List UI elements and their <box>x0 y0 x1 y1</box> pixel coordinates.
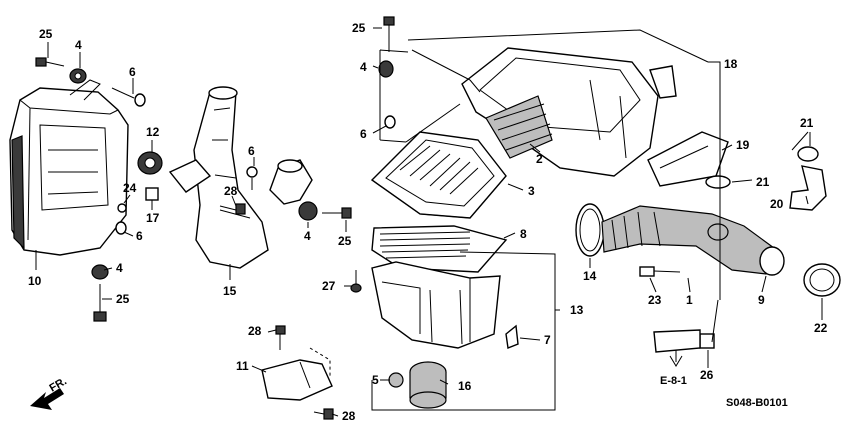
callout-5: 5 <box>372 373 379 387</box>
front-arrow-icon: FR. <box>30 375 69 410</box>
callout-19: 19 <box>736 138 750 152</box>
callout-11: 11 <box>236 359 249 373</box>
diagram-code: S048-B0101 <box>726 397 788 409</box>
bracket-11 <box>261 359 333 401</box>
callout-2: 2 <box>536 152 543 166</box>
elbow-tube-20 <box>789 165 827 211</box>
callout-25: 25 <box>116 292 130 306</box>
bolt-27 <box>350 270 362 293</box>
callout-21: 21 <box>800 116 814 130</box>
callout-6: 6 <box>129 65 136 79</box>
resonator-chamber <box>9 79 129 256</box>
band-21-lower <box>705 175 731 189</box>
bolt-28-lower-2 <box>313 408 334 420</box>
bolt-28-lower-1 <box>275 325 286 350</box>
callout-4: 4 <box>75 38 82 52</box>
nut-24 <box>117 203 127 213</box>
callout-14: 14 <box>583 269 597 283</box>
callout-6: 6 <box>360 127 367 141</box>
air-filter-element <box>371 225 508 273</box>
callout-18: 18 <box>724 57 738 71</box>
bolt-25-top-left <box>35 57 65 67</box>
grommet-4-middle <box>298 201 318 221</box>
reference-e-8-1: E-8-1 <box>660 350 687 387</box>
callout-28: 28 <box>248 324 262 338</box>
collar-6-top <box>384 115 396 129</box>
callout-23: 23 <box>648 293 662 307</box>
callout-13: 13 <box>570 303 584 317</box>
intake-tube-15-upper <box>269 159 313 205</box>
callout-24: 24 <box>123 181 137 195</box>
grommet-4-top-left <box>69 68 87 84</box>
bolt-25-bottom-left <box>93 284 107 322</box>
callout-7: 7 <box>544 333 551 347</box>
seal-ring-14 <box>575 203 605 257</box>
grommet-5 <box>388 372 404 388</box>
callout-4: 4 <box>360 60 367 74</box>
clip-7 <box>505 324 519 349</box>
callout-15: 15 <box>223 284 237 298</box>
resonator-16 <box>409 361 447 409</box>
callout-28: 28 <box>342 409 356 423</box>
intake-chamber <box>461 47 677 177</box>
collar-6-top-left <box>111 87 146 107</box>
callout-8: 8 <box>520 227 527 241</box>
intake-duct <box>168 86 269 269</box>
callout-12: 12 <box>146 125 160 139</box>
callout-16: 16 <box>458 379 472 393</box>
grommet-4-bottom-left <box>91 264 109 280</box>
callout-1: 1 <box>686 293 693 307</box>
callout-22: 22 <box>814 321 828 335</box>
callout-25: 25 <box>352 21 366 35</box>
callout-3: 3 <box>528 184 535 198</box>
intake-hose-9 <box>601 205 785 276</box>
air-cleaner-lower-housing <box>371 261 501 349</box>
air-cleaner-cover <box>370 131 507 219</box>
sensor-23 <box>639 266 681 277</box>
callout-25: 25 <box>338 234 352 248</box>
callout-26: 26 <box>700 368 714 382</box>
seal-12 <box>137 151 163 175</box>
reference-label: E-8-1 <box>660 375 687 387</box>
bolt-28-duct <box>219 203 246 215</box>
grommet-4-top <box>378 60 394 78</box>
bolt-25-top <box>383 16 395 52</box>
callout-labels: 25 4 6 12 24 17 6 10 4 25 28 6 15 4 25 2… <box>28 21 828 423</box>
front-label: FR. <box>48 375 69 394</box>
callout-25: 25 <box>39 27 53 41</box>
callout-21: 21 <box>756 175 770 189</box>
clip-17 <box>145 187 159 201</box>
callout-6: 6 <box>248 144 255 158</box>
callout-17: 17 <box>146 211 160 225</box>
callout-6: 6 <box>136 229 143 243</box>
collar-6-left <box>115 221 127 235</box>
callout-20: 20 <box>770 197 784 211</box>
callout-10: 10 <box>28 274 42 288</box>
bellows-tube-2 <box>485 95 553 159</box>
hose-clamp-22 <box>803 263 841 297</box>
ref-part-sketch <box>653 329 701 353</box>
callout-9: 9 <box>758 293 765 307</box>
callout-27: 27 <box>322 279 336 293</box>
air-duct-19 <box>647 131 729 187</box>
bolt-25-middle <box>322 207 352 219</box>
callout-28: 28 <box>224 184 238 198</box>
callout-4: 4 <box>304 229 311 243</box>
collar-6-duct <box>246 166 258 190</box>
band-21-upper <box>797 146 819 162</box>
callout-4: 4 <box>116 261 123 275</box>
leader-lines <box>35 27 823 417</box>
